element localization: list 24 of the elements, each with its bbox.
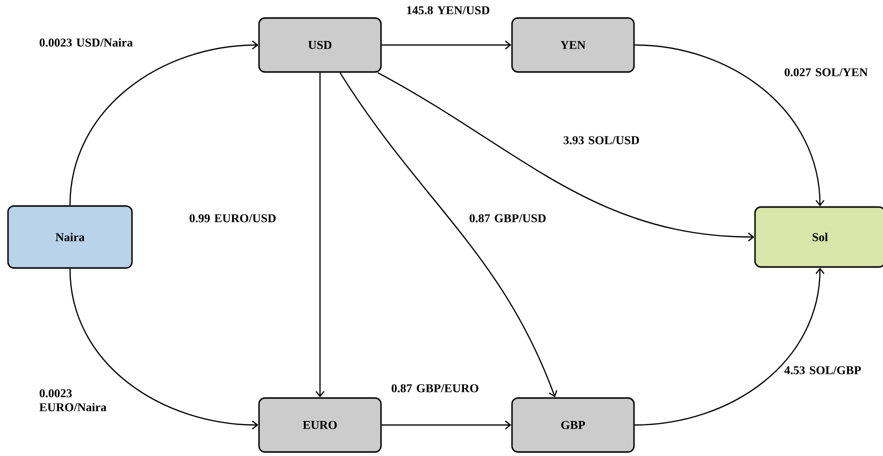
edge-label: 145.8 YEN/USD [407, 6, 490, 14]
edge-label: 0.87 GBP/EURO [392, 384, 478, 392]
edge-label: 0.0023 EURO/Naira [39, 389, 106, 412]
arrow [377, 72, 754, 242]
arrow [316, 72, 324, 398]
arrow [382, 40, 512, 50]
currency-box: Sol [754, 206, 883, 268]
edge-label: 0.0023 USD/Naira [40, 38, 133, 47]
arrow [634, 268, 824, 426]
edge-label: 4.53 SOL/GBP [784, 366, 861, 374]
currency-box: EURO [258, 397, 382, 453]
arrow [69, 40, 258, 206]
currency-box: YEN [511, 17, 635, 73]
arrow [340, 72, 558, 398]
arrow [634, 44, 824, 206]
edge-label: 3.93 SOL/USD [564, 136, 639, 144]
arrow [382, 420, 512, 430]
arrow [69, 268, 258, 430]
currency-box: GBP [511, 397, 635, 453]
edge-label: 0.87 GBP/USD [470, 214, 546, 222]
currency-box: USD [258, 17, 382, 73]
edge-label: 0.99 EURO/USD [190, 214, 276, 222]
currency-box: Naira [7, 205, 133, 269]
edge-label: 0.027 SOL/YEN [784, 68, 868, 76]
